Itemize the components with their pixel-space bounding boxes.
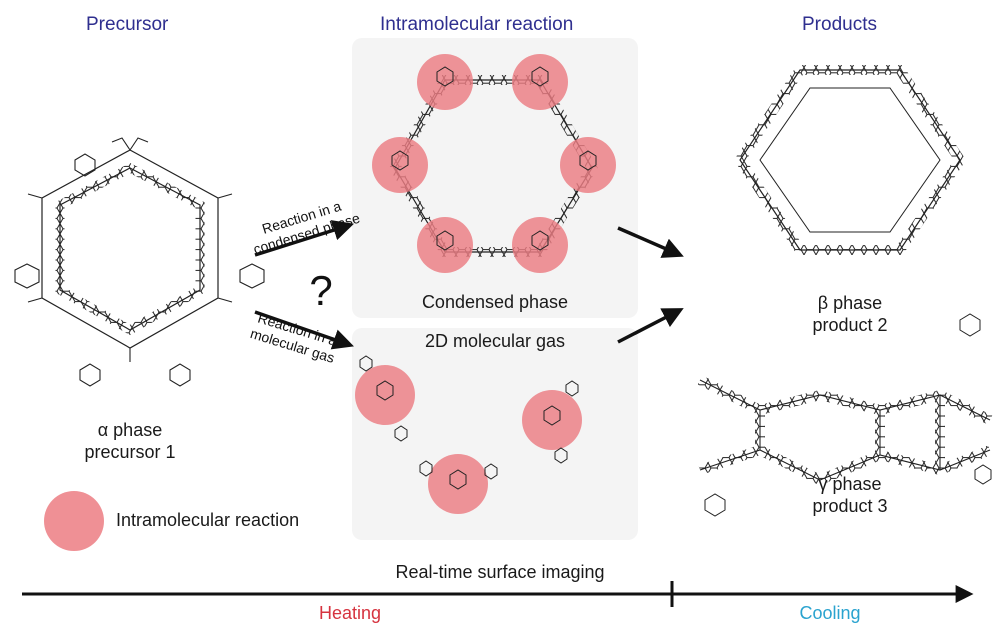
beta-product-macrocycle xyxy=(733,65,967,255)
condensed-phase-label: Condensed phase xyxy=(421,292,569,312)
reaction-circle xyxy=(522,390,582,450)
cooling-label: Cooling xyxy=(799,603,861,623)
reaction-circle xyxy=(428,454,488,514)
arrow-to-gas xyxy=(254,310,354,350)
precursor-name-label: precursor 1 xyxy=(84,442,176,462)
heating-label: Heating xyxy=(318,603,382,623)
header-products: Products xyxy=(802,14,877,35)
condensed-reaction-circles xyxy=(372,54,616,273)
legend-label: Intramolecular reaction xyxy=(116,510,300,530)
gamma-product-network xyxy=(697,313,993,517)
arrow-condensed-to-products xyxy=(617,226,684,258)
beta-phase-label: β phase xyxy=(817,293,883,313)
reaction-circle xyxy=(512,54,568,110)
reaction-circle xyxy=(372,137,428,193)
timeline-caption: Real-time surface imaging xyxy=(395,562,605,582)
gamma-phase-label: γ phase xyxy=(818,474,882,494)
precursor-macrocycle xyxy=(14,137,265,387)
header-intramolecular: Intramolecular reaction xyxy=(380,14,574,35)
legend-reaction-circle xyxy=(44,491,104,551)
condensed-molecule-rings xyxy=(391,66,597,251)
molecular-gas-label: 2D molecular gas xyxy=(424,331,566,351)
reaction-circle xyxy=(560,137,616,193)
reaction-circle xyxy=(512,217,568,273)
header-precursor: Precursor xyxy=(86,14,169,35)
gamma-product-label: product 3 xyxy=(812,496,888,516)
arrow-gas-to-products xyxy=(617,308,684,344)
reaction-circle xyxy=(417,217,473,273)
beta-product-label: product 2 xyxy=(812,315,888,335)
reaction-circle xyxy=(417,54,473,110)
precursor-phase-label: α phase xyxy=(97,420,163,440)
molecular-gas-panel xyxy=(352,328,638,540)
arrow-to-condensed xyxy=(254,220,355,257)
question-mark: ? xyxy=(309,267,332,314)
gas-molecule-rings xyxy=(359,355,579,490)
gas-reaction-circles xyxy=(355,365,582,514)
reaction-circle xyxy=(355,365,415,425)
